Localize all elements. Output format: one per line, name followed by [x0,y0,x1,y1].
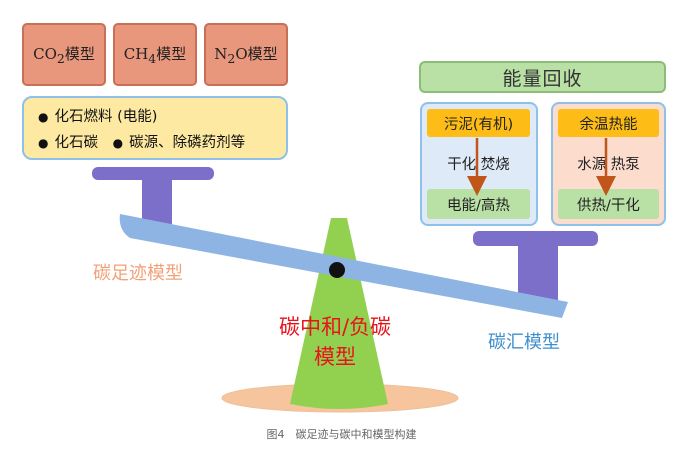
right-stand-top [473,231,598,246]
carbon-neutral-label: 碳中和/负碳 模型 [255,312,415,372]
heat-pump-text: 水源 热泵 [577,157,640,173]
figure-caption: 图4 碳足迹与碳中和模型构建 [266,428,417,441]
carbon-neutral-line1: 碳中和/负碳 [278,315,392,339]
energy-recovery-title: 能量回收 [419,61,666,93]
ch4-label: CH4模型 [123,45,187,66]
waste-heat-text: 余温热能 [579,116,638,133]
source-row-2: ● 化石碳 ● 碳源、除磷药剂等 [38,130,286,156]
sludge-organic-text: 污泥(有机) [443,116,514,133]
carbon-footprint-label: 碳足迹模型 [93,263,183,284]
carbon-sink-label: 碳汇模型 [488,332,560,353]
heating-drying-text: 供热/干化 [577,197,640,214]
source-fossil-carbon: 化石碳 [54,135,98,151]
n2o-label: N2O模型 [214,45,278,66]
right-stand-post [518,244,558,302]
carbon-neutral-line2: 模型 [314,345,356,369]
bullet-icon: ● [38,110,49,124]
co2-label: CO2模型 [33,45,95,66]
footprint-sources-box: ● 化石燃料 (电能) ● 化石碳 ● 碳源、除磷药剂等 [22,96,288,160]
sludge-organic-box: 污泥(有机) [427,109,530,137]
pivot-dot [329,262,345,278]
co2-model-box: CO2模型 [22,23,106,86]
bullet-icon: ● [112,136,124,150]
n2o-model-box: N2O模型 [204,23,288,86]
source-row-1: ● 化石燃料 (电能) [38,104,286,130]
left-stand-top [92,167,214,180]
heating-drying-box: 供热/干化 [558,189,659,219]
ch4-model-box: CH4模型 [113,23,197,86]
source-carbon-chemicals: 碳源、除磷药剂等 [129,135,246,151]
source-fossil-fuel: 化石燃料 (电能) [54,109,158,125]
energy-recovery-title-text: 能量回收 [502,67,583,90]
bullet-icon: ● [38,136,49,150]
fulcrum-cone [290,218,388,409]
waste-heat-box: 余温热能 [558,109,659,137]
power-heat-text: 电能/高热 [447,197,510,214]
drying-incineration-text: 干化 焚烧 [447,157,510,173]
